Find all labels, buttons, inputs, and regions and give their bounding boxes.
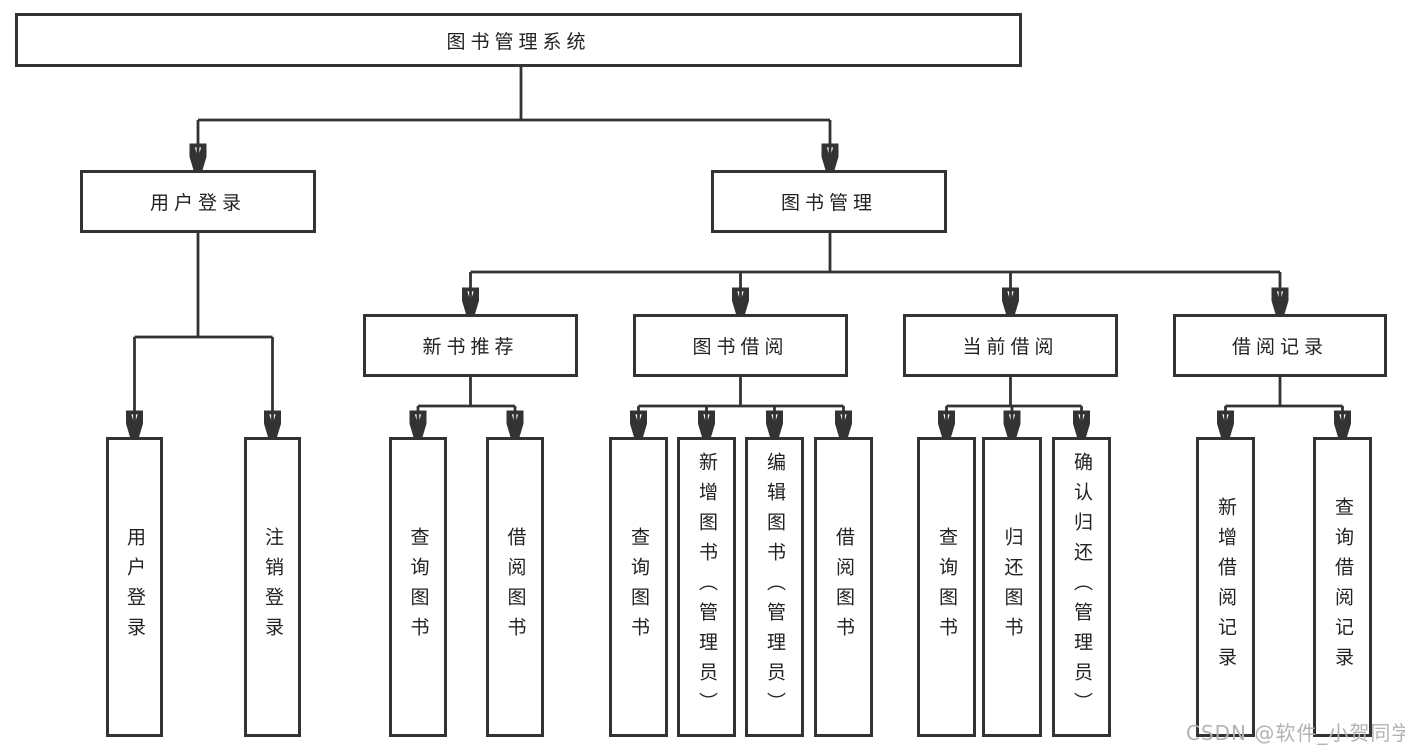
leaf-user-login: 用户登录	[106, 437, 163, 737]
connector-arrows	[135, 120, 1343, 437]
node-current-borrow: 当前借阅	[903, 314, 1118, 377]
node-user-login: 用户登录	[80, 170, 316, 233]
leaf-borrow-books-label: 借阅图书	[833, 527, 855, 647]
csdn-watermark: CSDN @软件_小贺同学	[1186, 721, 1405, 745]
leaf-return-books: 归还图书	[982, 437, 1042, 737]
leaf-query-books-current: 查询图书	[917, 437, 976, 737]
leaf-add-books-admin: 新增图书（管理员）	[677, 437, 736, 737]
leaf-add-books-admin-label: 新增图书（管理员）	[696, 452, 718, 722]
node-book-management: 图书管理	[711, 170, 947, 233]
leaf-query-books-borrow: 查询图书	[609, 437, 668, 737]
leaf-return-books-label: 归还图书	[1001, 527, 1024, 647]
leaf-add-borrow-record-label: 新增借阅记录	[1215, 497, 1237, 677]
leaf-borrow-books: 借阅图书	[814, 437, 873, 737]
node-book-borrow: 图书借阅	[633, 314, 848, 377]
node-borrow-records: 借阅记录	[1173, 314, 1387, 377]
leaf-logout-label: 注销登录	[262, 527, 284, 647]
leaf-add-borrow-record: 新增借阅记录	[1196, 437, 1255, 737]
leaf-borrow-books-recommend: 借阅图书	[486, 437, 544, 737]
leaf-logout: 注销登录	[244, 437, 301, 737]
leaf-query-books-recommend-label: 查询图书	[407, 527, 430, 647]
connector-trunk-lines	[134, 67, 1343, 408]
leaf-confirm-return-admin-label: 确认归还（管理员）	[1071, 452, 1093, 722]
leaf-user-login-label: 用户登录	[124, 527, 146, 647]
leaf-query-borrow-record-label: 查询借阅记录	[1332, 497, 1354, 677]
leaf-query-books-borrow-label: 查询图书	[628, 527, 650, 647]
leaf-confirm-return-admin: 确认归还（管理员）	[1052, 437, 1111, 737]
node-new-book-recommend: 新书推荐	[363, 314, 578, 377]
leaf-query-books-current-label: 查询图书	[936, 527, 958, 647]
leaf-query-borrow-record: 查询借阅记录	[1313, 437, 1372, 737]
leaf-edit-books-admin: 编辑图书（管理员）	[745, 437, 804, 737]
leaf-edit-books-admin-label: 编辑图书（管理员）	[764, 452, 786, 722]
leaf-borrow-books-recommend-label: 借阅图书	[504, 527, 527, 647]
node-library-management-system: 图书管理系统	[15, 13, 1022, 67]
leaf-query-books-recommend: 查询图书	[389, 437, 447, 737]
